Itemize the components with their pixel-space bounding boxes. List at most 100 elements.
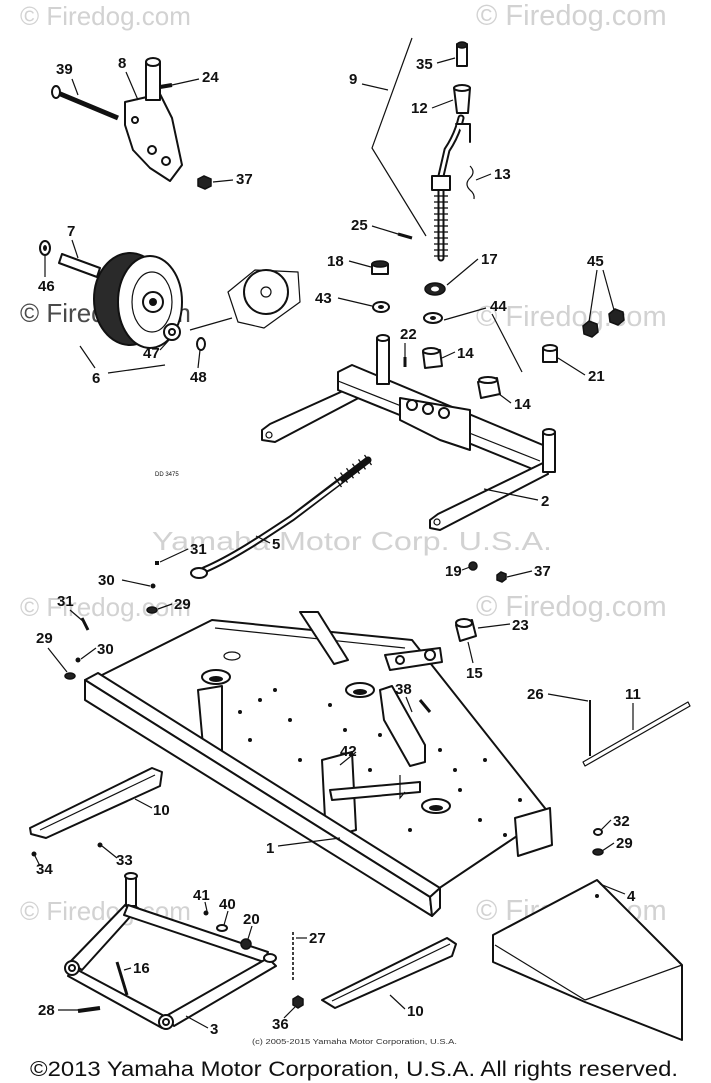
lever-threads [434,195,448,257]
callout-label: 43 [315,290,332,307]
clevis-pin [455,618,477,642]
copyright-notice: ©2013 Yamaha Motor Corporation, U.S.A. A… [30,1058,678,1081]
footer: (c) 2005-2015 Yamaha Motor Corporation, … [30,1039,678,1081]
lever-bolt [456,41,468,67]
callout-label: 35 [416,56,433,73]
callout-label: 38 [395,681,412,698]
lever-knob [453,84,471,114]
washer [39,240,51,256]
callout-label: 19 [445,563,462,580]
callout-label: 18 [327,253,344,270]
callout-label: 2 [541,493,549,510]
callout-label: 41 [193,887,210,904]
callout-label: 13 [494,166,511,183]
callout-label: 39 [56,61,73,78]
small-hardware [64,561,159,680]
deck-holes [238,688,522,837]
callout-label: 29 [36,630,53,647]
callout-label: 44 [490,298,507,315]
lock-nut [197,175,212,190]
callout-label: 14 [457,345,474,362]
rod-threads [333,454,373,488]
callout-label: 7 [67,223,75,240]
wheel-washer [163,323,181,341]
spring-washer [424,282,446,296]
lift-lever [371,37,471,262]
wheel-axle [58,253,101,278]
mower-deck [84,611,553,917]
callout-label: 34 [36,861,53,878]
small-copyright: (c) 2005-2015 Yamaha Motor Corporation, … [252,1039,457,1046]
thrust-washer [423,312,443,324]
callout-label: 37 [534,563,551,580]
callout-label: 36 [272,1016,289,1033]
callout-label: 17 [481,251,498,268]
caster-wheel [93,252,183,349]
callout-label: 31 [57,593,74,610]
callout-label: 4 [627,888,636,905]
deck-leg [321,937,457,1009]
callout-label: 6 [92,370,100,387]
hitch-bolt [77,1006,101,1013]
small-washer [196,337,206,351]
deck-leg [29,767,163,839]
bushing [477,376,501,399]
callout-label: 42 [340,743,357,760]
deflector-hardware [592,828,604,856]
callout-label: 22 [400,326,417,343]
callout-label: 47 [143,345,160,362]
cotter-pin [397,232,413,240]
lock-nut [496,571,507,583]
firedog-watermark: © Firedog.com [476,301,667,333]
leader-lines [34,57,634,1029]
deflector-rod [582,701,691,767]
yamaha-watermark: Yamaha Motor Corp. U.S.A. [152,526,552,556]
caster-bracket [124,57,183,182]
callout-label: 5 [272,536,280,553]
callout-label: 26 [527,686,544,703]
callout-label: 23 [512,617,529,634]
hitch-bracket [64,872,277,1030]
firedog-watermark: © Firedog.com [476,0,667,32]
callout-label: 45 [587,253,604,270]
callout-label: 30 [98,572,115,589]
callout-label: 37 [236,171,253,188]
bearing-detail [227,269,301,329]
callout-label: 40 [219,896,236,913]
callout-label: 29 [616,835,633,852]
grease-screw [159,83,173,89]
spacer [542,344,558,363]
callout-label: 28 [38,1002,55,1019]
lift-frame [261,334,556,531]
bushing [422,347,443,369]
leg-hardware [31,842,103,857]
callout-label: 10 [407,1003,424,1020]
callout-label: 48 [190,369,207,386]
callout-label: 20 [243,911,260,928]
callout-label: 11 [625,686,641,703]
callout-label: 30 [97,641,114,658]
nut [468,561,478,571]
callout-label: 33 [116,852,133,869]
callout-label: 9 [349,71,357,88]
wheel-bracket-lines [79,317,233,374]
callout-label: 14 [514,396,531,413]
callout-numbers: 39 8 24 37 7 46 47 6 48 9 35 12 13 25 18… [36,55,641,1038]
callout-label: 1 [266,840,274,857]
caster-bolt [51,85,119,121]
callout-label: 29 [174,596,191,613]
callout-label: 16 [133,960,150,977]
callout-label: 12 [411,100,428,117]
discharge-deflector [492,879,683,1041]
blade-holes [201,651,451,814]
firedog-watermark: © Firedog.com [476,591,667,623]
cap [371,260,389,275]
callout-label: 3 [210,1021,218,1038]
lift-rod [190,454,373,579]
callout-label: 32 [613,813,630,830]
firedog-watermark: © Firedog.com [20,1,191,31]
callout-label: 27 [309,930,326,947]
hitch-pin [115,961,129,996]
spring-clip [466,165,475,200]
callout-label: 8 [118,55,126,72]
